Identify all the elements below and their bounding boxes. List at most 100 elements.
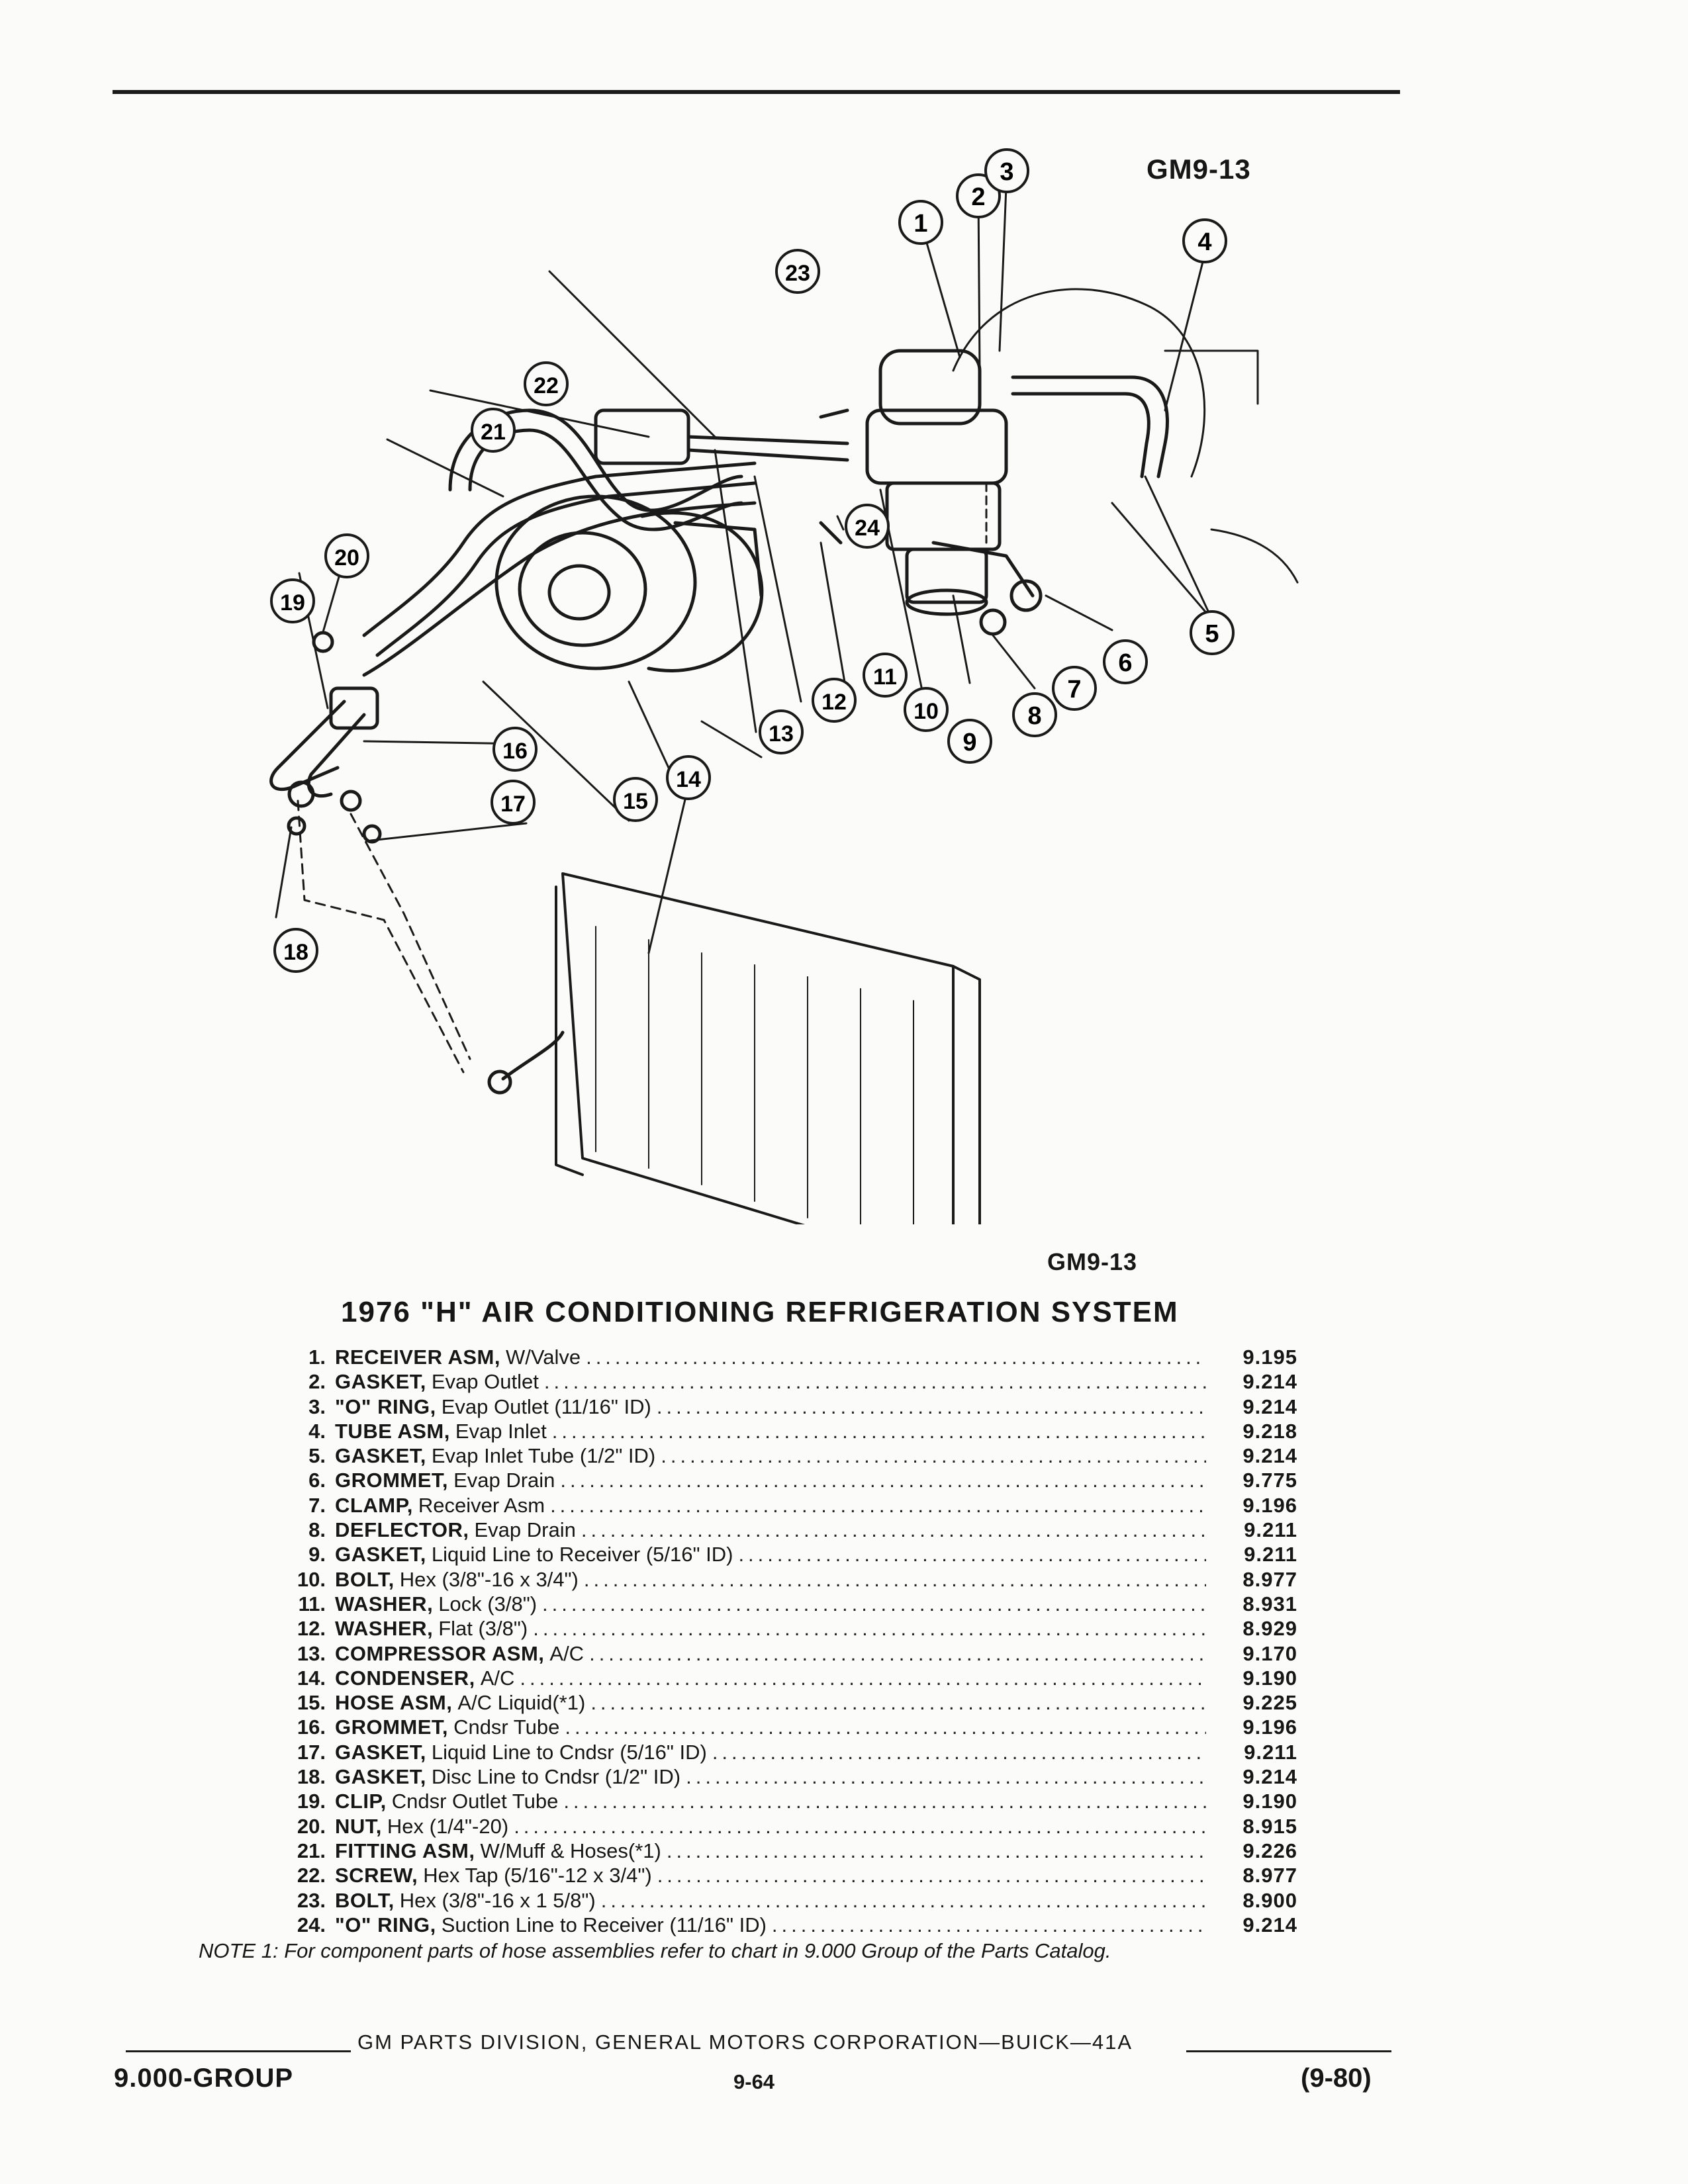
figure-code-top: GM9-13: [1147, 154, 1251, 185]
part-name: COMPRESSOR ASM,: [335, 1641, 545, 1665]
dot-leader: ........................................…: [551, 1419, 1206, 1443]
dot-leader: ........................................…: [565, 1715, 1206, 1739]
callout-18: 18: [273, 928, 318, 973]
parts-list-row: 22. SCREW, Hex Tap (5/16"-12 x 3/4") ...…: [265, 1863, 1297, 1888]
part-name: BOLT,: [335, 1888, 395, 1912]
part-description: Hex (3/8"-16 x 1 5/8"): [399, 1888, 596, 1912]
dot-leader: ........................................…: [657, 1864, 1206, 1888]
footer-rule-right: [1186, 2050, 1391, 2052]
part-name: GROMMET,: [335, 1469, 449, 1492]
footer-rule-left: [126, 2050, 351, 2052]
svg-text:6: 6: [1118, 649, 1132, 677]
dot-leader: ........................................…: [520, 1666, 1206, 1690]
svg-text:2: 2: [971, 183, 985, 211]
condenser: [561, 872, 955, 1224]
dot-leader: ........................................…: [542, 1592, 1206, 1615]
part-group-number: 9.775: [1243, 1469, 1297, 1492]
part-number: 10.: [297, 1567, 326, 1591]
page-title: 1976 "H" AIR CONDITIONING REFRIGERATION …: [341, 1296, 1179, 1328]
callout-14: 14: [666, 755, 711, 800]
part-group-number: 9.211: [1244, 1543, 1297, 1567]
part-number: 16.: [297, 1715, 326, 1739]
part-name: CONDENSER,: [335, 1666, 475, 1690]
part-group-number: 9.218: [1243, 1419, 1297, 1443]
part-group-number: 9.214: [1243, 1394, 1297, 1418]
top-rule: [113, 90, 1400, 94]
part-name: FITTING ASM,: [335, 1839, 475, 1862]
part-group-number: 8.931: [1243, 1592, 1297, 1615]
callout-24: 24: [845, 504, 890, 549]
callout-1: 1: [898, 200, 943, 245]
part-group-number: 8.977: [1243, 1864, 1297, 1888]
part-number: 9.: [308, 1543, 326, 1567]
part-number: 24.: [297, 1913, 326, 1936]
dot-leader: ........................................…: [589, 1641, 1206, 1665]
dot-leader: ........................................…: [586, 1345, 1206, 1369]
part-number: 21.: [297, 1839, 326, 1862]
dot-leader: ........................................…: [686, 1765, 1206, 1789]
parts-list-row: 21. FITTING ASM, W/Muff & Hoses(*1) ....…: [265, 1839, 1297, 1863]
part-group-number: 9.214: [1243, 1913, 1297, 1936]
callout-3: 3: [984, 148, 1029, 193]
parts-list-row: 20. NUT, Hex (1/4"-20) .................…: [265, 1814, 1297, 1839]
compressor-asm: [494, 494, 697, 670]
part-name: NUT,: [335, 1814, 382, 1838]
svg-text:8: 8: [1027, 702, 1041, 730]
part-description: A/C Liquid(*1): [457, 1691, 586, 1715]
part-group-number: 9.214: [1243, 1370, 1297, 1394]
part-number: 22.: [297, 1864, 326, 1888]
svg-text:20: 20: [334, 545, 359, 570]
part-name: GASKET,: [335, 1765, 426, 1789]
part-description: Liquid Line to Cndsr (5/16" ID): [431, 1740, 707, 1764]
part-description: Cndsr Outlet Tube: [391, 1790, 559, 1813]
part-group-number: 9.190: [1243, 1790, 1297, 1813]
callout-11: 11: [863, 653, 908, 698]
part-name: GASKET,: [335, 1444, 426, 1468]
dot-leader: ........................................…: [533, 1617, 1206, 1641]
svg-text:18: 18: [283, 940, 308, 965]
parts-list-row: 23. BOLT, Hex (3/8"-16 x 1 5/8") .......…: [265, 1888, 1297, 1913]
part-description: Evap Drain: [453, 1469, 555, 1492]
part-number: 18.: [297, 1765, 326, 1789]
svg-text:22: 22: [534, 373, 559, 398]
parts-list-row: 18. GASKET, Disc Line to Cndsr (1/2" ID)…: [265, 1764, 1297, 1789]
part-number: 19.: [297, 1790, 326, 1813]
part-description: Liquid Line to Receiver (5/16" ID): [431, 1543, 733, 1567]
part-group-number: 8.929: [1243, 1617, 1297, 1641]
svg-text:21: 21: [481, 420, 506, 445]
part-number: 23.: [297, 1888, 326, 1912]
part-number: 12.: [297, 1617, 326, 1641]
firewall-outline: [952, 288, 1206, 478]
part-description: Evap Inlet: [455, 1419, 547, 1443]
dot-leader: ........................................…: [738, 1543, 1206, 1567]
exploded-diagram: 1 2 3 4 5 6 7 8 9 10 11 12 13 14 15 16 1…: [269, 148, 1299, 1224]
parts-list-row: 4. TUBE ASM, Evap Inlet ................…: [265, 1419, 1297, 1443]
hose-asm: [362, 461, 757, 637]
svg-text:11: 11: [873, 664, 897, 690]
part-group-number: 9.190: [1243, 1666, 1297, 1690]
part-number: 8.: [308, 1518, 326, 1542]
footnote: NOTE 1: For component parts of hose asse…: [199, 1939, 1111, 1962]
part-name: GROMMET,: [335, 1715, 449, 1739]
fitting-muff: [594, 408, 690, 465]
part-name: WASHER,: [335, 1592, 434, 1615]
part-number: 14.: [297, 1666, 326, 1690]
part-name: "O" RING,: [335, 1913, 436, 1936]
svg-text:12: 12: [821, 690, 847, 715]
part-name: HOSE ASM,: [335, 1691, 453, 1715]
callout-16: 16: [492, 727, 538, 772]
part-number: 20.: [297, 1814, 326, 1838]
part-name: DEFLECTOR,: [335, 1518, 469, 1542]
footer-group: 9.000-GROUP: [114, 2064, 294, 2093]
part-description: Evap Outlet: [431, 1370, 539, 1394]
parts-list-row: 5. GASKET, Evap Inlet Tube (1/2" ID) ...…: [265, 1443, 1297, 1468]
part-name: "O" RING,: [335, 1394, 436, 1418]
svg-text:4: 4: [1197, 228, 1211, 256]
part-description: W/Muff & Hoses(*1): [480, 1839, 661, 1862]
callout-8: 8: [1012, 692, 1057, 737]
svg-text:16: 16: [502, 739, 528, 764]
part-group-number: 8.915: [1243, 1814, 1297, 1838]
part-description: Flat (3/8"): [438, 1617, 528, 1641]
callout-12: 12: [812, 678, 857, 723]
part-group-number: 9.196: [1243, 1493, 1297, 1517]
